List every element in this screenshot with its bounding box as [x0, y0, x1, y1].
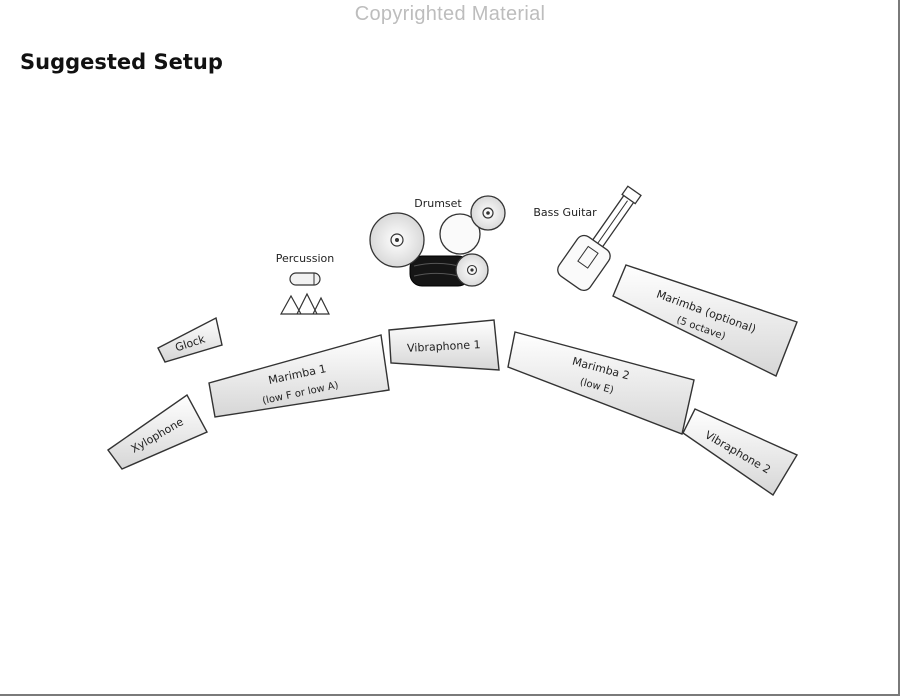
drumset: Drumset: [369, 195, 506, 287]
percussion: Percussion: [276, 252, 335, 315]
vibraphone-2: Vibraphone 2: [682, 408, 799, 496]
marimba-1: Marimba 1 (low F or low A): [208, 334, 390, 418]
percussion-label: Percussion: [276, 252, 335, 265]
bass-guitar-label: Bass Guitar: [533, 206, 597, 219]
vibraphone-1: Vibraphone 1: [388, 319, 500, 371]
glock: Glock: [157, 316, 223, 363]
marimba-2: Marimba 2 (low E): [507, 331, 695, 435]
shaker-icon: [289, 272, 321, 286]
page-border-right: [898, 0, 900, 696]
snare-drum: [439, 213, 481, 255]
drumset-label: Drumset: [414, 197, 462, 210]
vibraphone-1-label: Vibraphone 1: [407, 338, 481, 355]
triangles-icon: [279, 292, 330, 315]
page-border-bottom: [0, 694, 900, 696]
watermark: Copyrighted Material: [354, 3, 546, 25]
bass-guitar: Bass Guitar: [533, 185, 642, 292]
marimba-optional: Marimba (optional) (5 octave): [612, 264, 798, 377]
xylophone: Xylophone: [107, 393, 208, 470]
page-title: Suggested Setup: [20, 50, 223, 74]
